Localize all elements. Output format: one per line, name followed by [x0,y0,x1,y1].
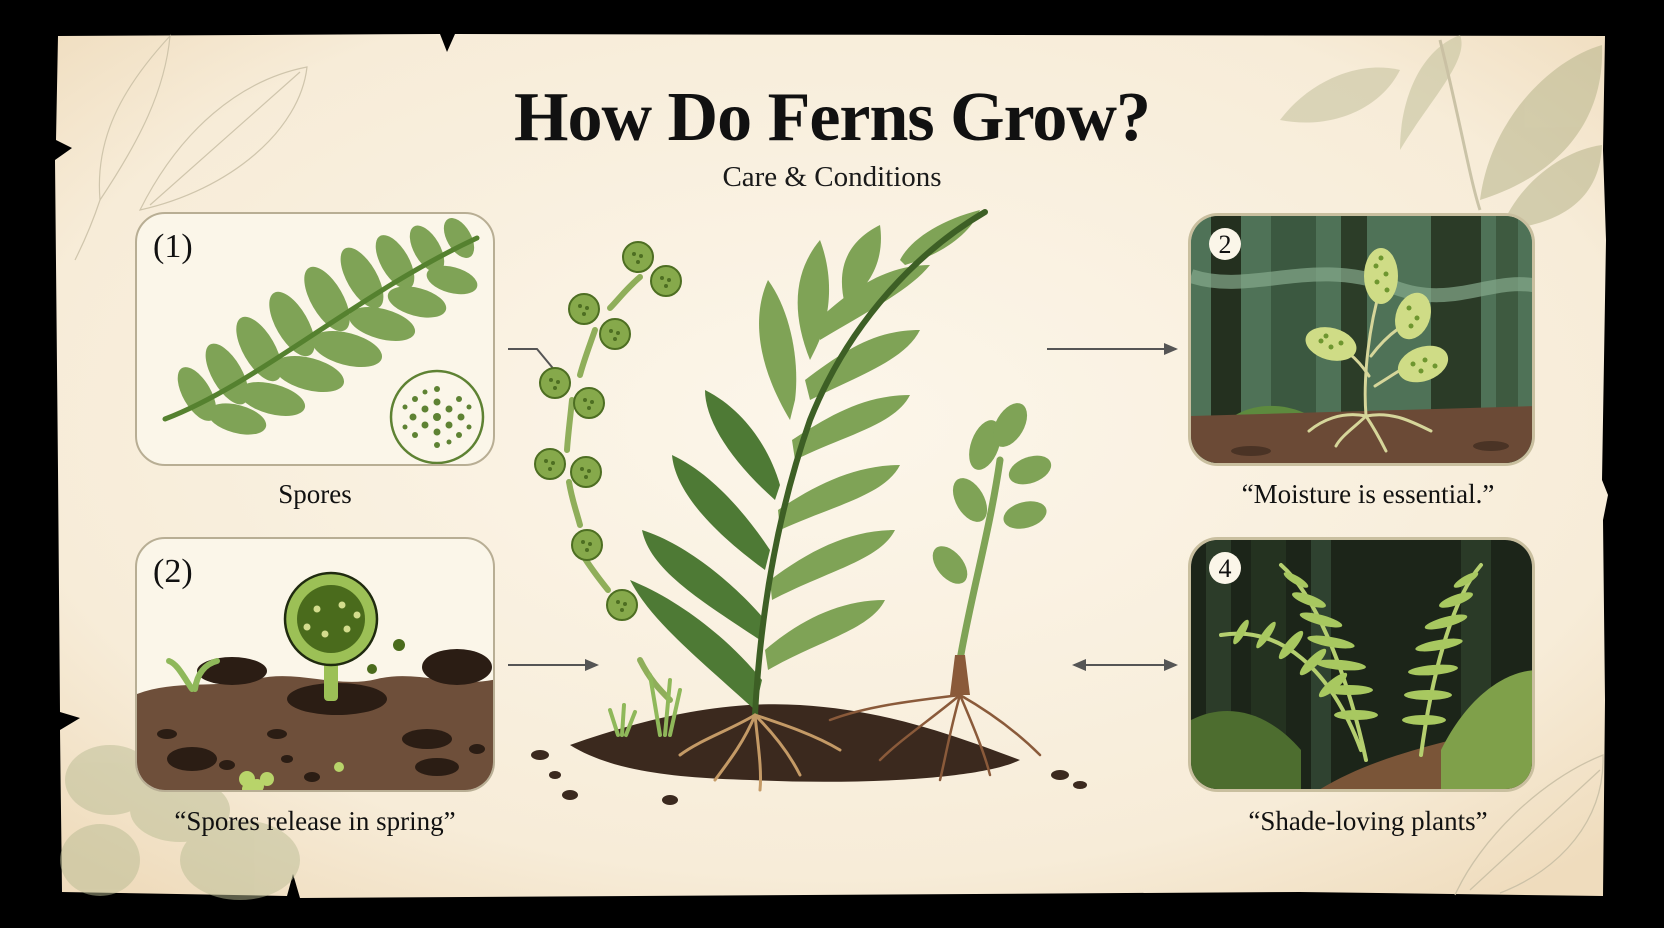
page-subtitle: Care & Conditions [722,161,942,193]
card-caption-spores: Spores [278,479,352,509]
card-caption-germination: “Spores release in spring” [174,806,456,836]
card-spores: (1) [135,212,495,466]
mature-fern-with-roots-icon [630,209,988,792]
center-illustration [531,209,1087,805]
card-caption-shade: “Shade-loving plants” [1248,806,1488,836]
card-shade: 4 [1188,537,1535,792]
step-number: (2) [153,553,193,590]
step-number-badge: 4 [1209,552,1241,584]
spore-sprouting-in-soil-icon [137,571,493,790]
card-caption-moisture: “Moisture is essential.” [1241,479,1495,509]
spore-dispersal-chain-icon [534,241,682,703]
ferns-in-shaded-forest-icon [1191,540,1532,789]
step-number-badge: 2 [1209,228,1241,260]
fern-frond-with-sporangium-icon [162,218,485,464]
card-germination: (2) [135,537,495,792]
step-number: (1) [153,228,193,265]
page-title: How Do Ferns Grow? [514,79,1151,156]
young-sprout-with-roots-icon [828,403,1052,782]
card-moisture: 2 [1188,213,1535,466]
gametophyte-in-forest-icon [1191,216,1532,463]
